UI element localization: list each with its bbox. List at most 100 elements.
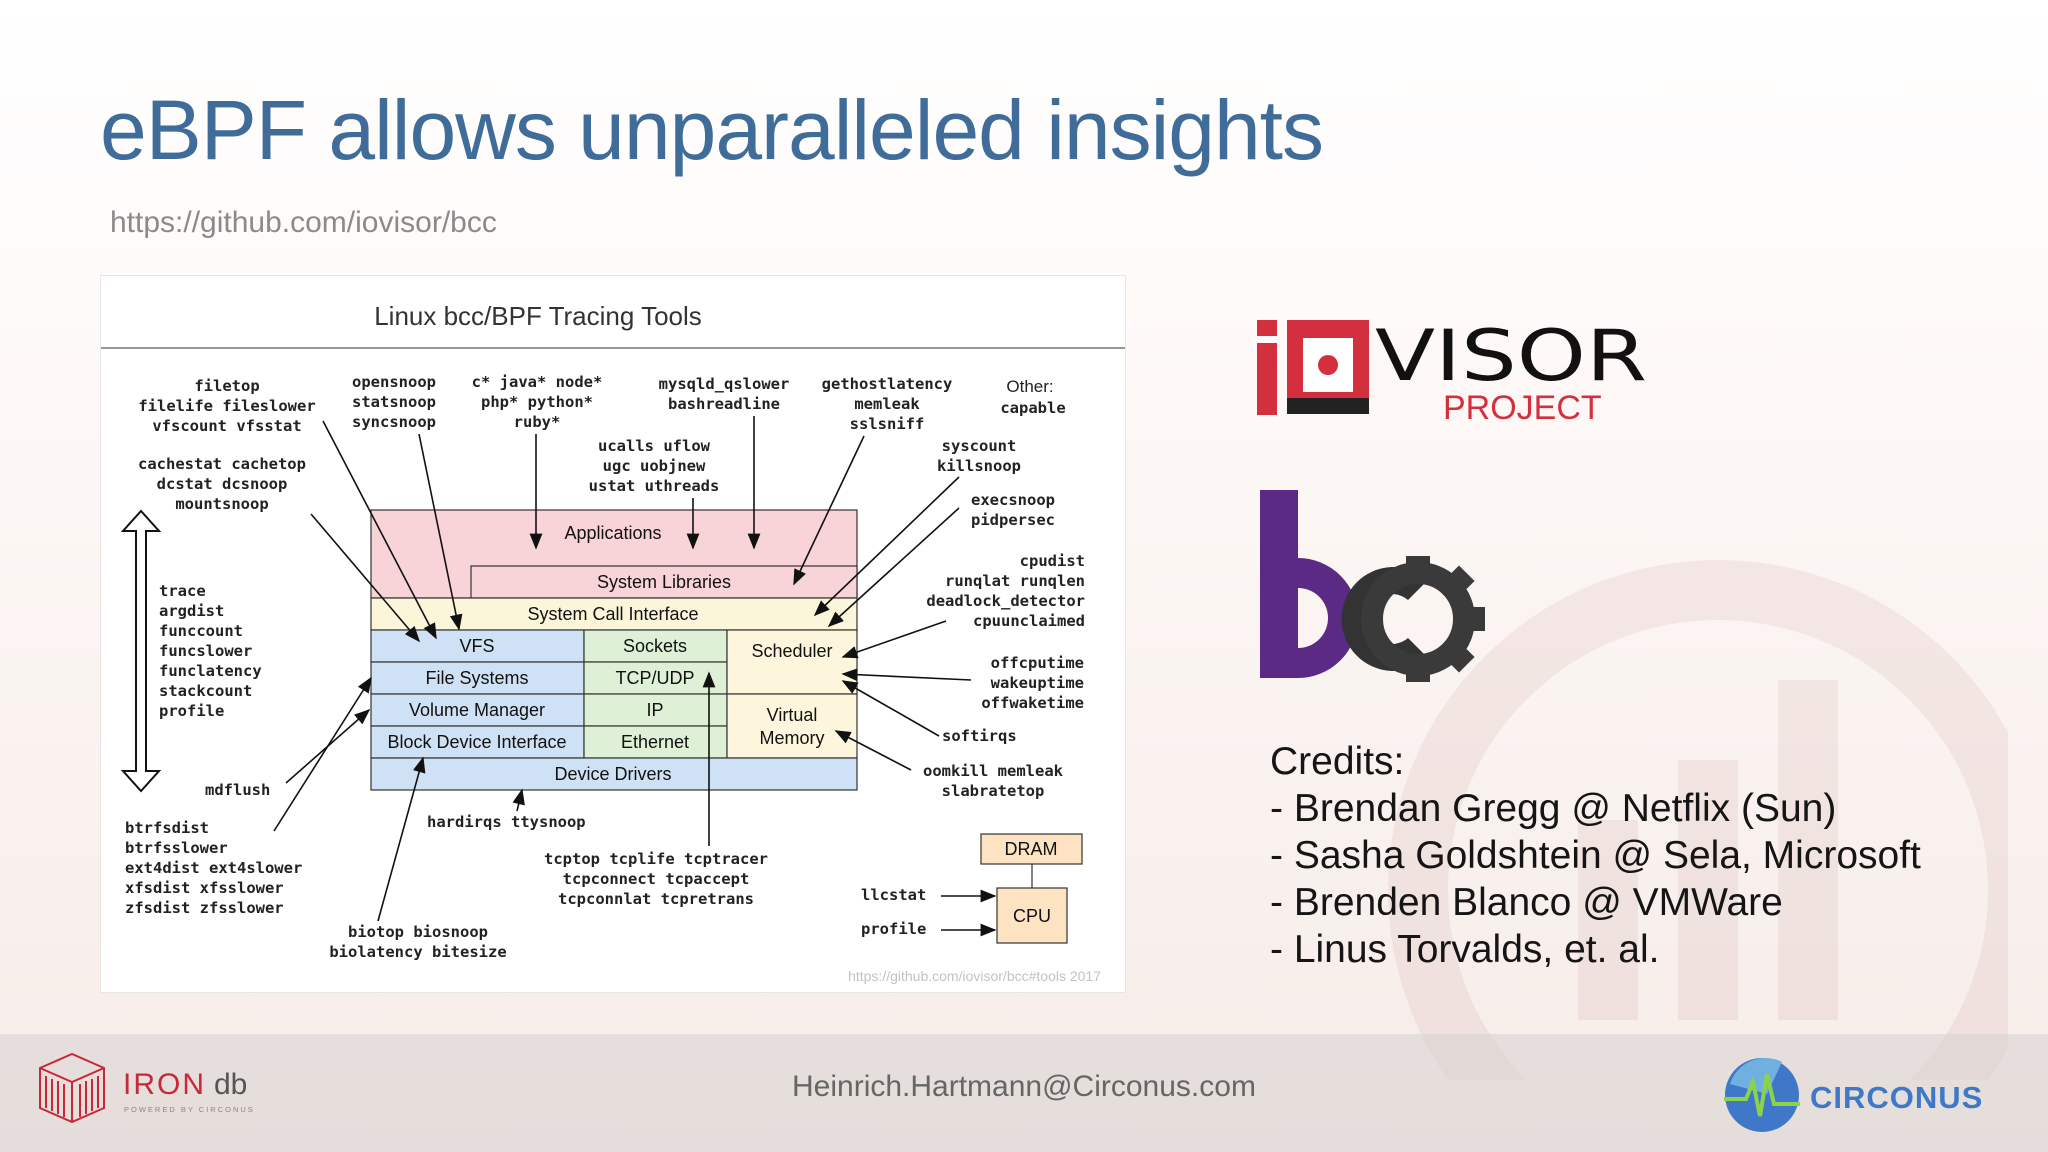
- credits-heading: Credits:: [1270, 740, 1405, 783]
- label-tcp-udp: TCP/UDP: [615, 668, 694, 688]
- iovisor-wordmark: VISOR: [1375, 318, 1647, 397]
- credit-item: - Brenden Blanco @ VMWare: [1270, 881, 1783, 924]
- tool-llcstat: llcstat: [861, 886, 926, 904]
- box-dram: [980, 833, 1083, 865]
- tool-offcputime-2: wakeuptime: [991, 674, 1084, 692]
- tool-trace-6: stackcount: [159, 682, 252, 700]
- tool-btrfs-4: xfsdist xfsslower: [125, 879, 284, 897]
- tool-ucalls-1: ucalls uflow: [598, 437, 711, 455]
- label-dram: DRAM: [1005, 839, 1058, 859]
- box-scheduler: [726, 629, 858, 695]
- bcc-tracing-tools-diagram: Linux bcc/BPF Tracing Tools Applications…: [100, 275, 1126, 993]
- arrow-filetop-to-vfs: [322, 420, 437, 640]
- credit-item: - Linus Torvalds, et. al.: [1270, 928, 1660, 971]
- arrow-execsnoop-to-syscall: [827, 507, 960, 628]
- arrow-softirqs-to-scheduler: [841, 680, 940, 737]
- tool-filetop-3: vfscount vfsstat: [152, 417, 301, 435]
- label-sockets: Sockets: [623, 636, 687, 656]
- tool-btrfs-1: btrfsdist: [125, 819, 209, 837]
- iovisor-o-dot: [1318, 355, 1338, 375]
- tool-cachestat-1: cachestat cachetop: [138, 455, 306, 473]
- tool-opensnoop-3: syncsnoop: [352, 413, 436, 431]
- arrow-syscount-to-syscall: [813, 476, 960, 617]
- bcc-gear-icon: [1361, 556, 1485, 682]
- tool-mysqld-2: bashreadline: [668, 395, 780, 413]
- tool-btrfs-2: btrfsslower: [125, 839, 228, 857]
- tool-cpudist-1: cpudist: [1020, 552, 1085, 570]
- box-virtual-memory: [726, 693, 858, 759]
- irondb-db-text: db: [214, 1068, 247, 1101]
- tool-trace-3: funccount: [159, 622, 243, 640]
- slide-subtitle-link[interactable]: https://github.com/iovisor/bcc: [110, 206, 497, 239]
- label-vfs: VFS: [459, 636, 494, 656]
- iovisor-o-base: [1287, 398, 1369, 414]
- tool-oomkill-1: oomkill memleak: [923, 762, 1064, 780]
- tool-opensnoop-1: opensnoop: [352, 373, 436, 391]
- arrow-cpudist-to-scheduler: [841, 620, 947, 659]
- label-block-device-interface: Block Device Interface: [387, 732, 566, 752]
- arrow-biotop-to-block-device: [377, 756, 426, 922]
- box-device-drivers: [370, 757, 858, 791]
- tool-execsnoop-1: execsnoop: [971, 491, 1055, 509]
- bcc-logo: [1260, 490, 1485, 682]
- tool-cpudist-4: cpuunclaimed: [973, 612, 1085, 630]
- tool-cachestat-3: mountsnoop: [175, 495, 268, 513]
- bcc-b-stem: [1260, 490, 1298, 678]
- tool-other-capable: capable: [1000, 399, 1065, 417]
- label-virtual-memory-line2: Memory: [759, 728, 824, 748]
- tool-syscount-1: syscount: [942, 437, 1017, 455]
- box-system-libraries: [470, 565, 858, 599]
- bcc-b-bowl: [1298, 558, 1358, 678]
- tool-cpudist-3: deadlock_detector: [926, 592, 1085, 610]
- iovisor-i-dot: [1257, 320, 1277, 336]
- tool-trace-1: trace: [159, 582, 206, 600]
- arrow-offcputime-to-scheduler: [841, 668, 972, 682]
- tool-ucalls-2: ugc uobjnew: [603, 457, 706, 475]
- label-applications: Applications: [564, 523, 661, 543]
- arrow-oomkill-to-virtual-memory: [834, 730, 912, 771]
- tool-trace-7: profile: [159, 702, 224, 720]
- label-file-systems: File Systems: [425, 668, 528, 688]
- tool-trace-4: funcslower: [159, 642, 252, 660]
- tool-trace-2: argdist: [159, 602, 224, 620]
- credit-item: - Brendan Gregg @ Netflix (Sun): [1270, 787, 1837, 830]
- tool-gethostlatency-2: memleak: [854, 395, 920, 413]
- tool-filetop-2: filelife fileslower: [138, 397, 315, 415]
- tool-btrfs-5: zfsdist zfsslower: [125, 899, 284, 917]
- label-system-call-interface: System Call Interface: [527, 604, 698, 624]
- tool-trace-5: funclatency: [159, 662, 262, 680]
- diagram-footer-link[interactable]: https://github.com/iovisor/bcc#tools 201…: [848, 968, 1101, 984]
- slide-title: eBPF allows unparalleled insights: [100, 83, 1324, 177]
- slide-footer-bar: [0, 1034, 2048, 1152]
- tool-biotop-1: biotop biosnoop: [348, 923, 488, 941]
- iovisor-i-stem: [1257, 343, 1277, 415]
- tool-gethostlatency-1: gethostlatency: [822, 375, 953, 393]
- label-ip: IP: [646, 700, 663, 720]
- label-scheduler: Scheduler: [751, 641, 832, 661]
- circonus-logo: CIRCONUS: [1724, 1058, 1983, 1132]
- tool-tcptop-2: tcpconnect tcpaccept: [563, 870, 750, 888]
- label-ethernet: Ethernet: [621, 732, 689, 752]
- diagram-title: Linux bcc/BPF Tracing Tools: [374, 301, 702, 331]
- box-ip: [583, 693, 728, 727]
- tool-mdflush: mdflush: [205, 781, 270, 799]
- box-cpu: [996, 887, 1068, 944]
- iovisor-project-label: PROJECT: [1443, 389, 1602, 423]
- tool-softirqs: softirqs: [942, 727, 1017, 745]
- presenter-email: Heinrich.Hartmann@Circonus.com: [792, 1070, 1256, 1103]
- whole-stack-double-arrow: [120, 509, 162, 793]
- tool-hardirqs: hardirqs ttysnoop: [427, 813, 586, 831]
- tool-filetop-1: filetop: [194, 377, 259, 395]
- arrow-gethostlatency-to-syslib: [793, 435, 865, 586]
- circonus-wordmark: CIRCONUS: [1810, 1080, 1983, 1115]
- arrow-btrfs-to-file-systems: [273, 676, 372, 832]
- tool-cpudist-2: runqlat runqlen: [945, 572, 1085, 590]
- irondb-cube-icon: [39, 1052, 105, 1124]
- bcc-c-letter: [1341, 567, 1428, 671]
- label-virtual-memory-line1: Virtual: [767, 705, 818, 725]
- tool-other-heading: Other:: [1006, 377, 1053, 396]
- iovisor-project-logo: VISOR PROJECT: [1257, 318, 1647, 423]
- tool-profile-cpu: profile: [861, 920, 926, 938]
- arrow-cachestat-to-vfs: [310, 513, 421, 643]
- tool-execsnoop-2: pidpersec: [971, 511, 1055, 529]
